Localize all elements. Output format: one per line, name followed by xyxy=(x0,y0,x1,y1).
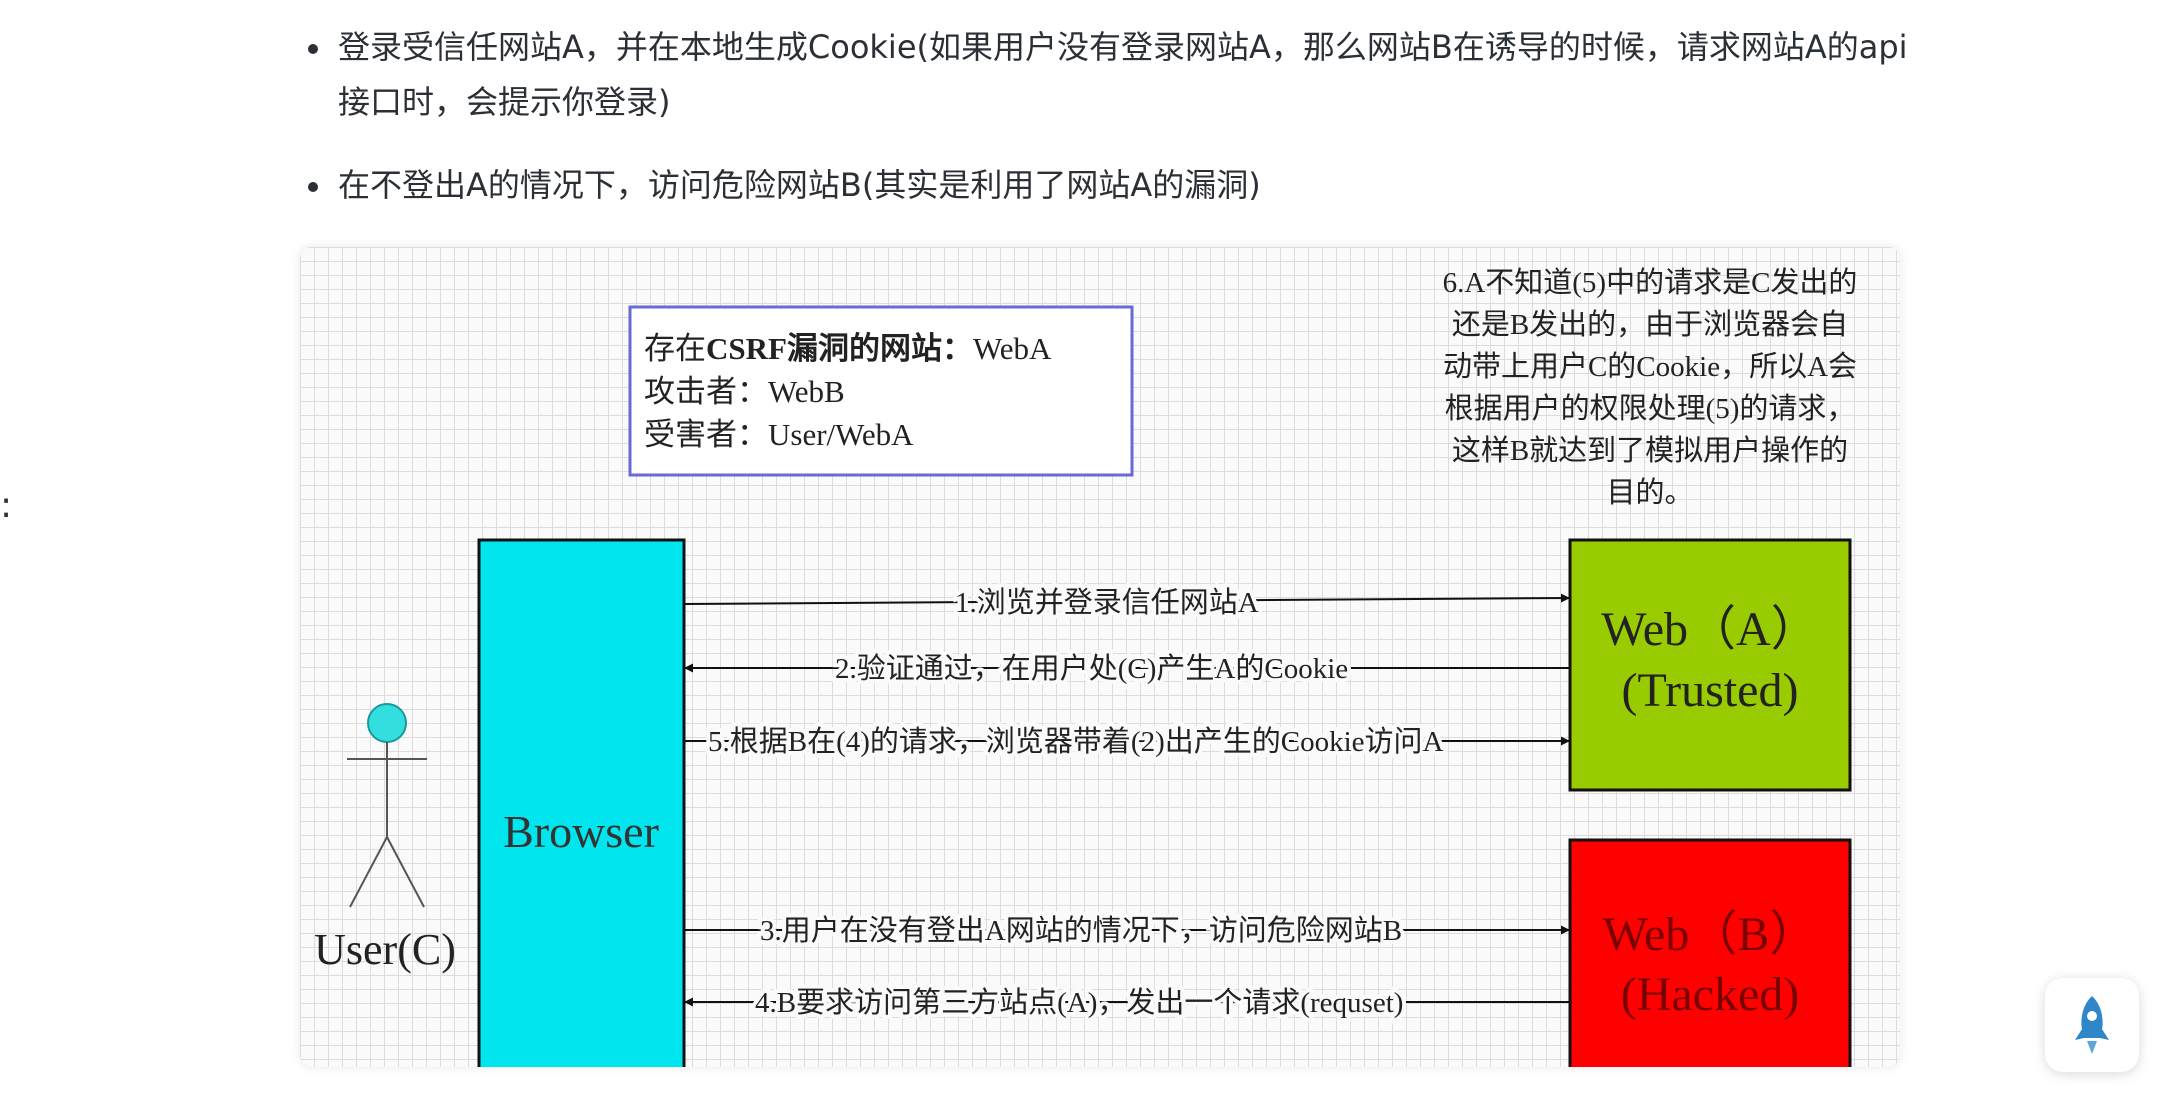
user-figure: User(C) xyxy=(314,703,456,974)
arrow-4-label: 4.B要求访问第三方站点(A)，发出一个请求(requset) xyxy=(755,986,1403,1019)
web-b-title: Web（B） xyxy=(1603,908,1818,961)
note-line-5: 这样B就达到了模拟用户操作的 xyxy=(1452,434,1848,467)
browser-label: Browser xyxy=(503,806,659,857)
arrow-3: 3.用户在没有登出A网站的情况下，访问危险网站B xyxy=(684,910,1570,951)
arrow-1: 1.浏览并登录信任网站A xyxy=(683,582,1571,623)
web-b-box: Web（B） (Hacked) xyxy=(1568,838,1852,1067)
bullet-item-visit-danger: 在不登出A的情况下，访问危险网站B(其实是利用了网站A的漏洞) xyxy=(300,158,1920,213)
web-b-subtitle: (Hacked) xyxy=(1621,968,1800,1021)
note-line-2: 还是B发出的，由于浏览器会自 xyxy=(1452,308,1848,341)
arrow-2-label: 2.验证通过，在用户处(C)产生A的Cookie xyxy=(835,652,1348,685)
stray-mark: : xyxy=(0,485,13,526)
note-line-1: 6.A不知道(5)中的请求是C发出的 xyxy=(1443,266,1858,299)
web-a-title: Web（A） xyxy=(1601,603,1818,656)
arrow-4: 4.B要求访问第三方站点(A)，发出一个请求(requset) xyxy=(684,982,1570,1023)
arrow-5: 5.根据B在(4)的请求，浏览器带着(2)出产生的Cookie访问A xyxy=(684,721,1570,762)
note-text: 6.A不知道(5)中的请求是C发出的 还是B发出的，由于浏览器会自 动带上用户C… xyxy=(1443,266,1858,509)
legend-box: 存在CSRF漏洞的网站：WebA 攻击者：WebB 受害者：User/WebA xyxy=(628,305,1134,477)
arrow-5-label: 5.根据B在(4)的请求，浏览器带着(2)出产生的Cookie访问A xyxy=(708,725,1443,758)
arrow-1-label: 1.浏览并登录信任网站A xyxy=(955,586,1259,619)
arrow-3-label: 3.用户在没有登出A网站的情况下，访问危险网站B xyxy=(760,914,1402,947)
csrf-diagram: 存在CSRF漏洞的网站：WebA 攻击者：WebB 受害者：User/WebA … xyxy=(314,266,1858,1067)
note-line-3: 动带上用户C的Cookie，所以A会 xyxy=(1443,350,1857,383)
csrf-diagram-figure: 存在CSRF漏洞的网站：WebA 攻击者：WebB 受害者：User/WebA … xyxy=(300,247,1900,1067)
arrow-2: 2.验证通过，在用户处(C)产生A的Cookie xyxy=(684,648,1570,689)
bullet-list: 登录受信任网站A，并在本地生成Cookie(如果用户没有登录网站A，那么网站B在… xyxy=(300,20,1920,241)
user-head xyxy=(367,703,407,743)
note-line-6: 目的。 xyxy=(1606,476,1693,509)
rocket-icon xyxy=(2075,996,2109,1054)
user-label: User(C) xyxy=(314,925,456,974)
bullet-item-login: 登录受信任网站A，并在本地生成Cookie(如果用户没有登录网站A，那么网站B在… xyxy=(300,20,1920,130)
legend-line-3: 受害者：User/WebA xyxy=(644,417,914,452)
legend-line-1: 存在CSRF漏洞的网站：WebA xyxy=(644,331,1052,366)
web-a-subtitle: (Trusted) xyxy=(1622,664,1799,717)
legend-line-2: 攻击者：WebB xyxy=(644,374,845,409)
browser-box: Browser xyxy=(477,538,686,1067)
note-line-4: 根据用户的权限处理(5)的请求， xyxy=(1445,392,1856,425)
web-a-box: Web（A） (Trusted) xyxy=(1568,538,1852,792)
back-to-top-button[interactable] xyxy=(2045,978,2139,1072)
